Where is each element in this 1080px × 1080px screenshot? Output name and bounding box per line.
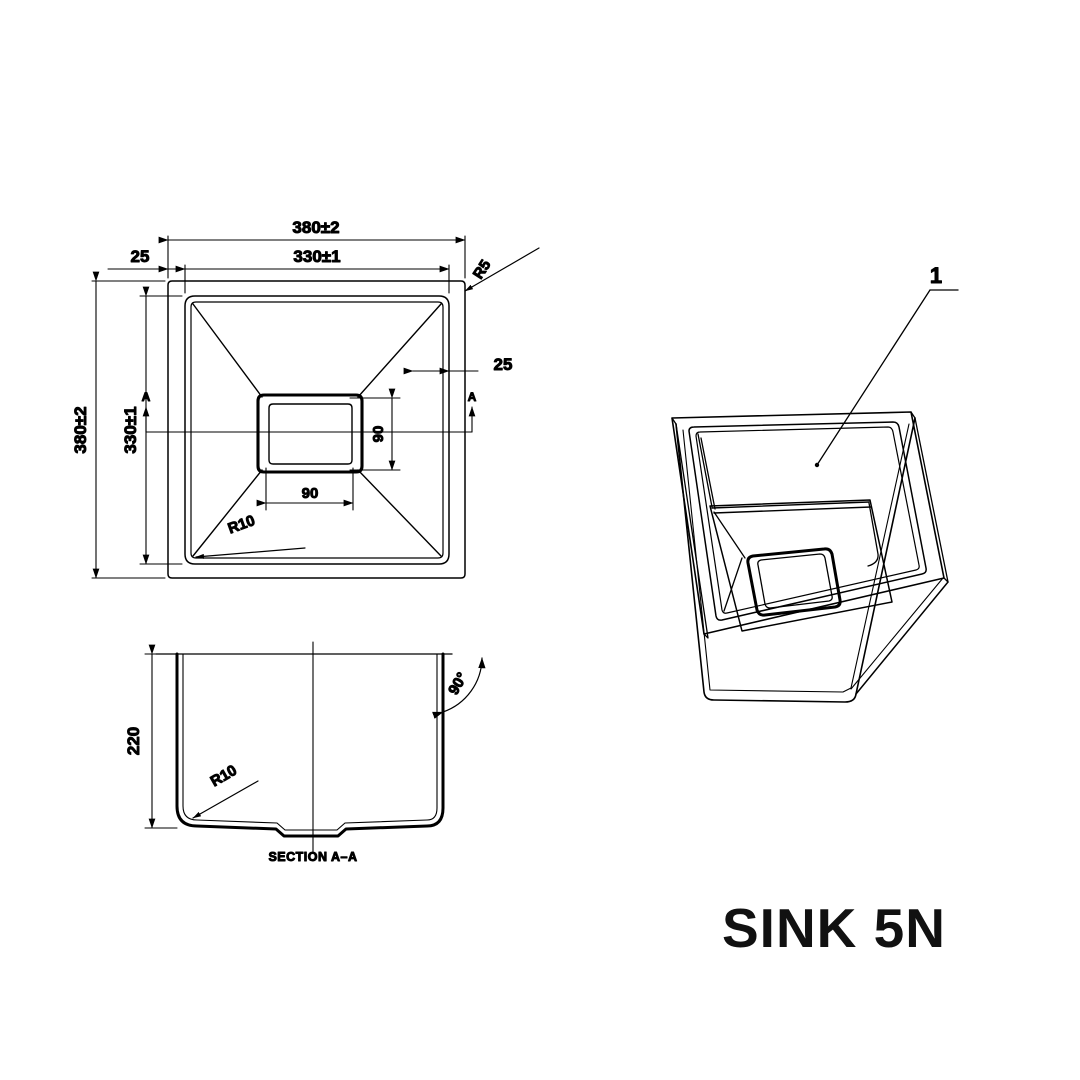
title-block: SINK 5N	[722, 897, 1022, 959]
iso-bowl-slope-front	[713, 511, 746, 559]
drawing-title: SINK 5N	[722, 897, 946, 959]
section-mark-right: A	[468, 390, 477, 404]
iso-flange-edge-right	[910, 411, 949, 583]
iso-drain-pan	[746, 547, 842, 617]
angle-dim-90	[432, 657, 486, 719]
outer-flange-outline	[167, 280, 466, 579]
iso-drain-opening	[757, 553, 833, 609]
bowl-rim-outline	[184, 295, 450, 565]
drain-opening-outline	[268, 403, 353, 465]
iso-bowl-slope-right	[867, 502, 879, 567]
dim-bowl-width	[175, 264, 450, 294]
section-bowl-inner-profile	[182, 653, 438, 831]
dim-label-rim-right: 25	[494, 355, 513, 374]
dim-label-drain-height: 90	[370, 426, 387, 443]
iso-body-inner-edge	[682, 423, 910, 693]
dim-label-drain-width: 90	[302, 485, 319, 502]
iso-bowl-rim-inner	[695, 426, 920, 614]
dim-drain-height	[349, 388, 401, 471]
leader-r5	[464, 247, 540, 292]
iso-body-outline	[675, 417, 916, 703]
section-view: 220 R10 90° SECTION A–A	[124, 641, 486, 865]
bowl-rim-inner-outline	[190, 301, 444, 559]
section-caption: SECTION A–A	[268, 850, 357, 864]
dim-label-depth: 220	[124, 727, 143, 755]
iso-body-vertical-edge-inner	[850, 577, 944, 690]
iso-bowl-fold-lines	[697, 433, 743, 612]
section-mark-left: A	[142, 390, 151, 404]
leader-r10-section	[192, 780, 259, 819]
dim-label-rim-left: 25	[131, 247, 150, 266]
iso-bowl-rim	[688, 421, 927, 621]
iso-bowl-step	[711, 501, 872, 514]
iso-body-vertical-edge	[855, 581, 949, 695]
dim-label-overall-height: 380±2	[71, 406, 90, 453]
dim-drain-width	[256, 467, 354, 511]
dim-overall-height	[91, 271, 166, 579]
leader-r10-top	[195, 547, 306, 559]
dim-depth	[144, 644, 178, 829]
dim-label-overall-width: 380±2	[292, 218, 339, 237]
isometric-view: 1	[671, 263, 959, 703]
top-view: 380±2 330±1 25 25	[71, 218, 540, 579]
balloon-leader	[814, 289, 959, 468]
bowl-fold-lines	[192, 303, 442, 557]
section-bowl-profile	[175, 652, 445, 838]
balloon-label-1: 1	[930, 263, 942, 288]
iso-flange-edge	[671, 417, 709, 639]
dim-label-bowl-width: 330±1	[293, 247, 340, 266]
section-line-aa	[142, 406, 476, 433]
dim-label-bowl-height: 330±1	[121, 406, 140, 453]
